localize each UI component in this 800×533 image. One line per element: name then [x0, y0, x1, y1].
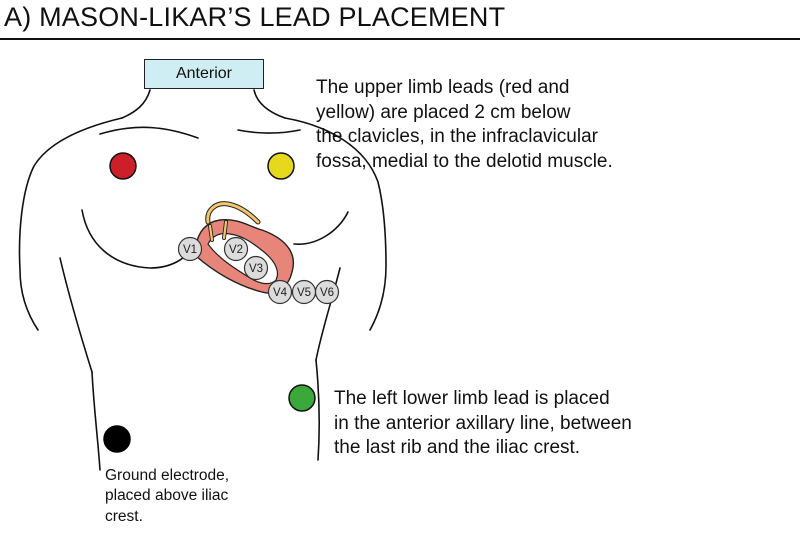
neck-right-outline: [253, 89, 286, 119]
lead-label: V3: [249, 263, 263, 275]
right-pectoral: [81, 209, 193, 269]
right-armpit: [59, 257, 93, 373]
lead-label: V2: [229, 244, 243, 256]
note-line: crest.: [105, 507, 143, 525]
lead-label: V5: [297, 287, 311, 299]
title-underline: [0, 38, 800, 40]
left-shoulder-outline: [18, 117, 123, 331]
note-line: placed above iliac: [105, 487, 229, 505]
lead-v5: V5: [291, 279, 317, 305]
lead-label: V6: [320, 287, 334, 299]
ground-electrode: [103, 425, 131, 453]
lead-v1: V1: [177, 236, 203, 262]
left-armpit: [315, 267, 341, 361]
left-pectoral: [293, 211, 349, 245]
right-arm-electrode: [109, 152, 137, 180]
left-flank: [315, 359, 321, 461]
neck-left-outline: [121, 89, 151, 119]
left-leg-electrode: [288, 384, 316, 412]
note-line: fossa, medial to the delotid muscle.: [316, 151, 613, 173]
anterior-view-tag: Anterior: [144, 59, 264, 89]
lead-v3: V3: [243, 255, 269, 281]
note-line: The left lower limb lead is placed: [334, 388, 610, 409]
lead-v4: V4: [267, 279, 293, 305]
left-clavicle: [237, 129, 301, 134]
ground-note: Ground electrode, placed above iliac cre…: [105, 466, 229, 527]
right-clavicle: [99, 126, 199, 139]
precordial-leads: V1 V2 V3 V4 V5 V6: [177, 236, 340, 305]
lower-limb-note: The left lower limb lead is placed in th…: [334, 387, 632, 461]
note-line: yellow) are placed 2 cm below: [316, 101, 571, 123]
lead-v6: V6: [314, 279, 340, 305]
lead-label: V1: [183, 244, 197, 256]
page-title: A) MASON-LIKAR’S LEAD PLACEMENT: [4, 2, 506, 32]
left-arm-electrode: [267, 152, 295, 180]
note-line: The upper limb leads (red and: [316, 77, 570, 98]
lead-v2: V2: [223, 236, 249, 262]
note-line: in the anterior axillary line, between: [334, 412, 632, 434]
lead-label: V4: [273, 287, 288, 299]
upper-limb-note: The upper limb leads (red and yellow) ar…: [316, 76, 613, 175]
right-flank: [91, 371, 101, 471]
right-shoulder-outline: [284, 117, 387, 331]
note-line: the last rib and the iliac crest.: [334, 437, 581, 459]
note-line: Ground electrode,: [105, 467, 230, 484]
note-line: the clavicles, in the infraclavicular: [316, 126, 598, 148]
